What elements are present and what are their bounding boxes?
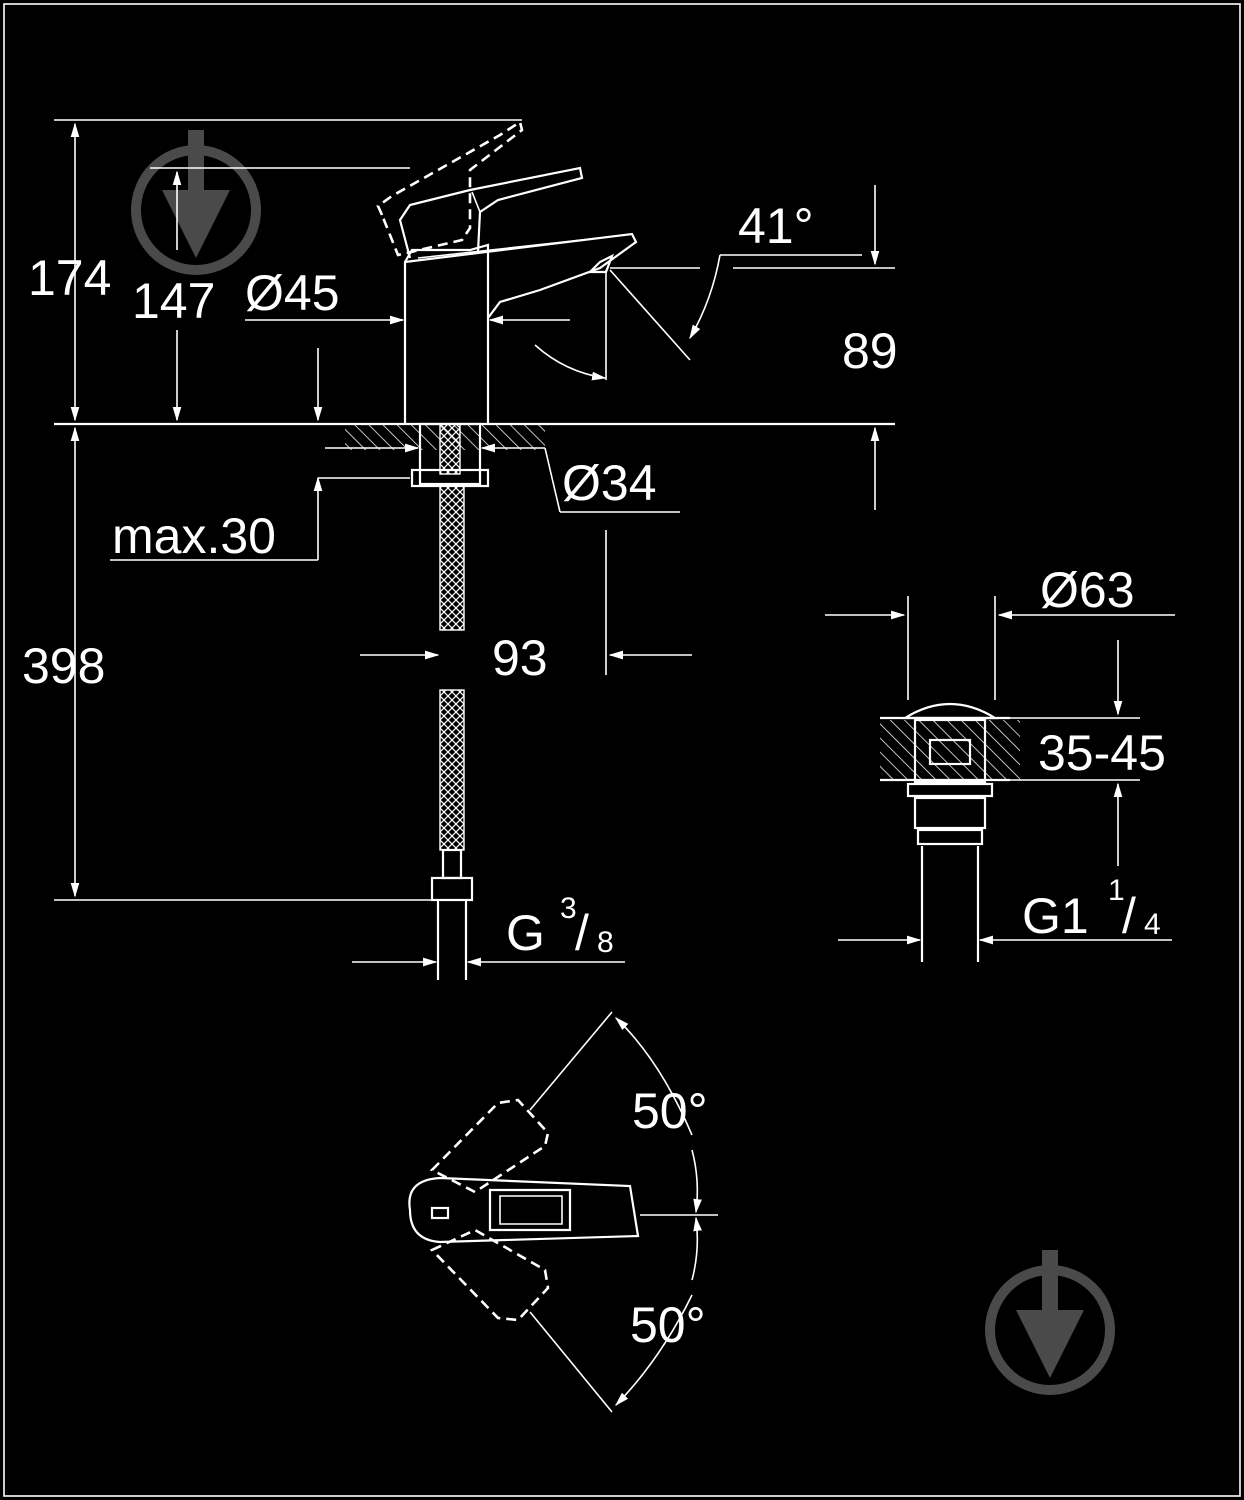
- spout-reach-label: 93: [492, 630, 548, 686]
- waste-deck-range-label: 35-45: [1038, 725, 1166, 781]
- max-deck-thickness-label: max.30: [112, 508, 276, 564]
- watermark-logo-icon-bottom: [985, 1250, 1115, 1395]
- waste-thread-slash: /: [1122, 888, 1136, 944]
- waste-thread-numerator: 1: [1108, 874, 1125, 907]
- spout-outlet-height-label: 89: [842, 323, 898, 379]
- mounting-hole-diameter-label: Ø34: [562, 455, 657, 511]
- watermark-logo-icon: [131, 130, 261, 275]
- waste-valve-drawing: [880, 703, 1020, 962]
- hose-length-label: 398: [22, 638, 105, 694]
- waste-diameter-label: Ø63: [1040, 562, 1135, 618]
- waste-dimension-lines: [825, 596, 1175, 945]
- spout-height-label: 147: [132, 273, 215, 329]
- rotation-dimension-lines: [529, 1011, 718, 1413]
- hose-connection-label: G 3 / 8: [506, 892, 614, 961]
- faucet-top-view: [408, 1098, 640, 1322]
- rotation-angle-top-label: 50°: [632, 1083, 708, 1139]
- total-height-label: 174: [28, 250, 111, 306]
- waste-thread-main: G1: [1022, 888, 1089, 944]
- body-diameter-label: Ø45: [245, 265, 340, 321]
- hose-connection-denominator: 8: [597, 926, 614, 959]
- hose-connection-main: G: [506, 905, 545, 961]
- drawing-border: [3, 3, 1241, 1497]
- rotation-angle-bottom-label: 50°: [630, 1297, 706, 1353]
- lever-angle-label: 41°: [738, 198, 814, 254]
- waste-thread-denominator: 4: [1144, 908, 1161, 941]
- waste-thread-label: G1 1 / 4: [1022, 874, 1161, 944]
- hose-connection-slash: /: [575, 905, 589, 961]
- dimension-lines: [54, 119, 895, 967]
- hose-connection-numerator: 3: [560, 892, 577, 925]
- faucet-side-view: [54, 119, 895, 980]
